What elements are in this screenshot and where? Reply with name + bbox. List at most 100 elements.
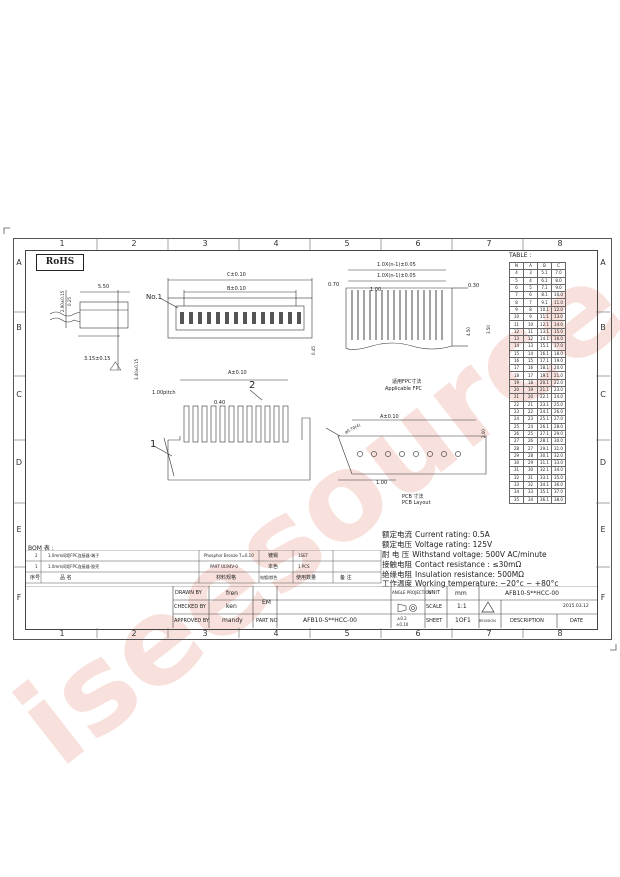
dim-0-25: 0.25 [67, 297, 72, 306]
pcb-hole [413, 451, 419, 457]
table-cell: 31.1 [537, 458, 552, 468]
table-cell: 5 [523, 283, 538, 293]
table-cell: 23 [523, 415, 538, 424]
scale-label: SCALE [426, 604, 443, 610]
front-view-pin [282, 405, 289, 443]
zone-col-3-bottom: 3 [202, 629, 208, 638]
unit-value: mm [455, 590, 467, 597]
table-cell: 18.0 [551, 349, 566, 358]
table-cell: 16.0 [551, 334, 566, 344]
pcb-hole [357, 451, 363, 457]
unit-label: UNIT [428, 590, 440, 596]
dim-a-front: A±0.10 [228, 370, 247, 376]
front-view-pin [237, 405, 244, 443]
table-cell: 21.1 [537, 386, 552, 395]
pcb-label-cn: PCB 寸法 [402, 494, 424, 500]
em-label: EM [262, 599, 271, 606]
angle-projection-label: ANGLE PROJECTION [392, 590, 432, 595]
top-view-contact [225, 312, 229, 324]
part-no-label: PART NO [256, 618, 278, 624]
top-view-contact [180, 312, 184, 324]
zone-row-b-left: B [16, 323, 22, 332]
bom-header-name: 品 名 [60, 575, 72, 581]
table-cell: 31 [509, 466, 524, 475]
spec-contact-cn: 接触电阻 [382, 560, 412, 569]
table-cell: 18 [509, 371, 524, 380]
front-view-pin [273, 405, 280, 443]
checked-by-label: CHECKED BY [174, 604, 206, 610]
table-cell: 24.1 [537, 407, 552, 417]
dim-c: C±0.10 [227, 272, 246, 278]
table-cell: 25.1 [537, 415, 552, 424]
table-cell: 19 [509, 378, 524, 388]
zone-col-7-bottom: 7 [486, 629, 492, 638]
table-cell: 4 [509, 269, 524, 278]
top-view-contact [288, 312, 292, 324]
table-cell: 26.0 [551, 407, 566, 417]
table-cell: 10 [509, 313, 524, 322]
table-cell: 8 [509, 298, 524, 307]
description-label: DESCRIPTION [510, 618, 544, 624]
bom-row-1-mat: Phosphor Bronze T=0.10 [204, 553, 254, 558]
top-view-contact [198, 312, 202, 324]
table-cell: C [551, 261, 566, 271]
table-cell: 31.0 [551, 444, 566, 453]
table-cell: 25.0 [551, 400, 566, 409]
dim-0-70: 0.70 [328, 282, 340, 288]
bom-title: BOM 表 : [28, 545, 54, 552]
spec-temperature-en: Working temperature: −20°c ~ +80°c [415, 579, 559, 588]
spec-insulation-en: Insulation resistance: 500MΩ [415, 570, 524, 579]
dim-3-15: 3.15±0.15 [84, 356, 111, 362]
projection-symbol-icon [397, 603, 417, 612]
front-view-pin [264, 405, 271, 443]
title-value: AFB10-S**HCC-00 [505, 590, 559, 597]
table-cell: 21 [509, 393, 524, 402]
bom-row-1-desc: 1.0mm间距FPC连接器-端子 [48, 553, 100, 558]
bom-row-2-desc: 1.0mm间距FPC连接器-胶壳 [48, 564, 100, 569]
top-view-contact [297, 312, 301, 324]
table-cell: 13 [523, 342, 538, 351]
table-cell: 25 [523, 429, 538, 439]
zone-col-5-top: 5 [344, 239, 350, 248]
table-cell: 29.1 [537, 444, 552, 453]
pcb-hole [371, 451, 377, 457]
table-cell: 34.0 [551, 466, 566, 475]
table-cell: 30 [523, 466, 538, 475]
table-cell: 8 [523, 305, 538, 315]
table-cell: 7.1 [537, 283, 552, 293]
table-cell: 24 [509, 415, 524, 424]
bom-row-2-no: 1 [35, 564, 38, 569]
spec-temperature-cn: 工作温度 [382, 579, 412, 588]
table-cell: 8.0 [551, 276, 566, 285]
zone-row-f-right: F [600, 593, 606, 602]
zone-col-8-bottom: 8 [557, 629, 563, 638]
table-cell: 11.1 [537, 313, 552, 322]
table-cell: 23.0 [551, 386, 566, 395]
spec-current-en: Current rating: 0.5A [415, 530, 490, 539]
spec-current-cn: 额定电流 [382, 530, 412, 539]
rohs-logo: RoHS [36, 254, 84, 271]
table-cell: 35.1 [537, 488, 552, 497]
scale-value: 1:1 [457, 603, 467, 610]
table-cell: 34 [509, 488, 524, 497]
top-view-contact [234, 312, 238, 324]
sheet-label: SHEET [426, 618, 443, 624]
table-cell: 35 [509, 495, 524, 504]
dim-b: B±0.10 [227, 286, 246, 292]
table-cell: 36.1 [537, 495, 552, 504]
front-view-pin [192, 405, 199, 443]
table-cell: 37.0 [551, 488, 566, 497]
table-cell: 4 [523, 276, 538, 285]
